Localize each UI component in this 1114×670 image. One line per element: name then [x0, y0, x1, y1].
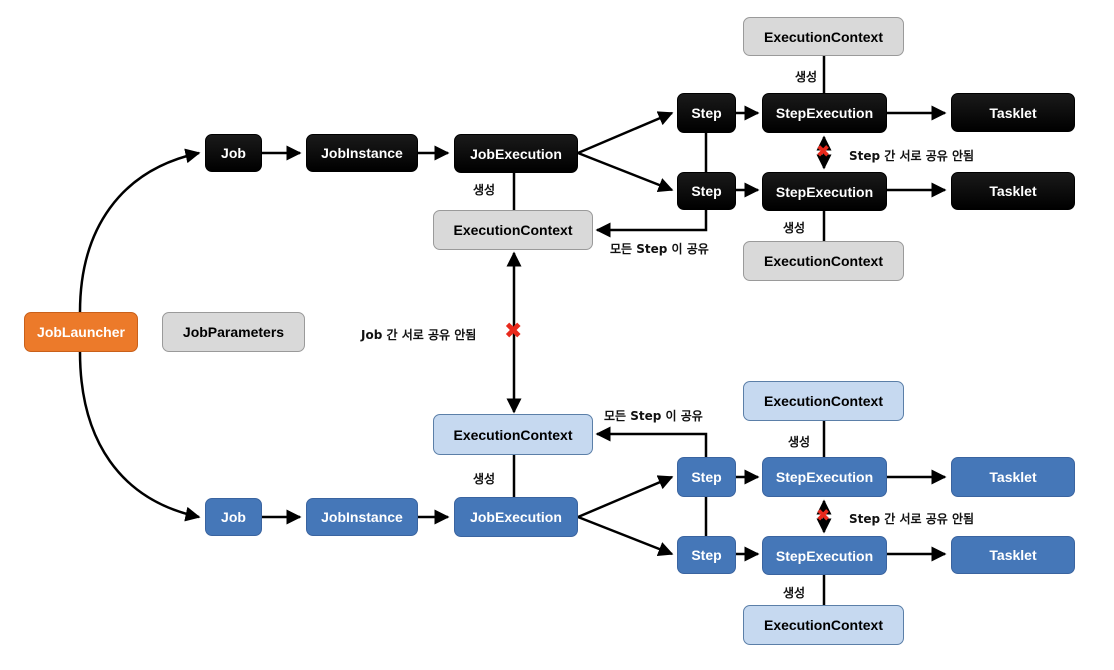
bottom-job-instance-node: JobInstance	[306, 498, 418, 536]
bottom-step-not-shared-x-icon: ✖	[816, 506, 831, 526]
top-job-context-create-label: 생성	[472, 181, 497, 198]
bottom-execution-to-step2-arrow	[577, 515, 674, 557]
job-not-shared-label: Job 간 서로 공유 안됨	[360, 326, 478, 343]
launcher-to-top-job-arrow	[78, 148, 201, 313]
top-tasklet2-node: Tasklet	[951, 172, 1075, 210]
top-job-node: Job	[205, 134, 262, 172]
bottom-job-context-create-label: 생성	[472, 470, 497, 487]
top-step-context1-create-label: 생성	[794, 68, 819, 85]
top-job-execution-node: JobExecution	[454, 134, 578, 173]
bottom-step-context2-create-label: 생성	[782, 584, 807, 601]
top-shared-by-all-steps-label: 모든 Step 이 공유	[609, 240, 710, 257]
bottom-job-execution-node: JobExecution	[454, 497, 578, 537]
bottom-execution-to-step1-arrow	[577, 475, 674, 519]
top-step-execution2-node: StepExecution	[762, 172, 887, 211]
launcher-to-bottom-job-arrow	[78, 351, 201, 522]
top-job-execution-context-node: ExecutionContext	[433, 210, 593, 250]
bottom-step-context1-create-label: 생성	[787, 433, 812, 450]
job-not-shared-x-icon: ✖	[504, 319, 523, 344]
bottom-step-context1-node: ExecutionContext	[743, 381, 904, 421]
job-parameters-node: JobParameters	[162, 312, 305, 352]
bottom-step-execution2-node: StepExecution	[762, 536, 887, 575]
top-execution-to-step1-arrow	[577, 111, 674, 155]
job-launcher-node: JobLauncher	[24, 312, 138, 352]
bottom-step-execution1-node: StepExecution	[762, 457, 887, 497]
bottom-step1-node: Step	[677, 457, 736, 497]
bottom-tasklet2-node: Tasklet	[951, 536, 1075, 574]
bottom-job-node: Job	[205, 498, 262, 536]
top-step-execution1-node: StepExecution	[762, 93, 887, 133]
bottom-step-not-shared-label: Step 간 서로 공유 안됨	[848, 510, 976, 527]
top-job-instance-node: JobInstance	[306, 134, 418, 172]
bottom-job-execution-context-node: ExecutionContext	[433, 414, 593, 455]
top-step2-node: Step	[677, 172, 736, 210]
top-step-context2-node: ExecutionContext	[743, 241, 904, 281]
top-step2-to-context-arrow	[595, 210, 708, 238]
top-step-context2-create-label: 생성	[782, 219, 807, 236]
bottom-step1-to-context-arrow	[595, 426, 708, 457]
top-step1-node: Step	[677, 93, 736, 133]
top-step-not-shared-label: Step 간 서로 공유 안됨	[848, 147, 976, 164]
bottom-shared-by-all-steps-label: 모든 Step 이 공유	[603, 407, 704, 424]
top-step-context1-node: ExecutionContext	[743, 17, 904, 56]
top-step-not-shared-x-icon: ✖	[816, 142, 831, 162]
bottom-step-context2-node: ExecutionContext	[743, 605, 904, 645]
bottom-tasklet1-node: Tasklet	[951, 457, 1075, 497]
top-tasklet1-node: Tasklet	[951, 93, 1075, 132]
bottom-step2-node: Step	[677, 536, 736, 574]
top-execution-to-step2-arrow	[577, 151, 674, 193]
